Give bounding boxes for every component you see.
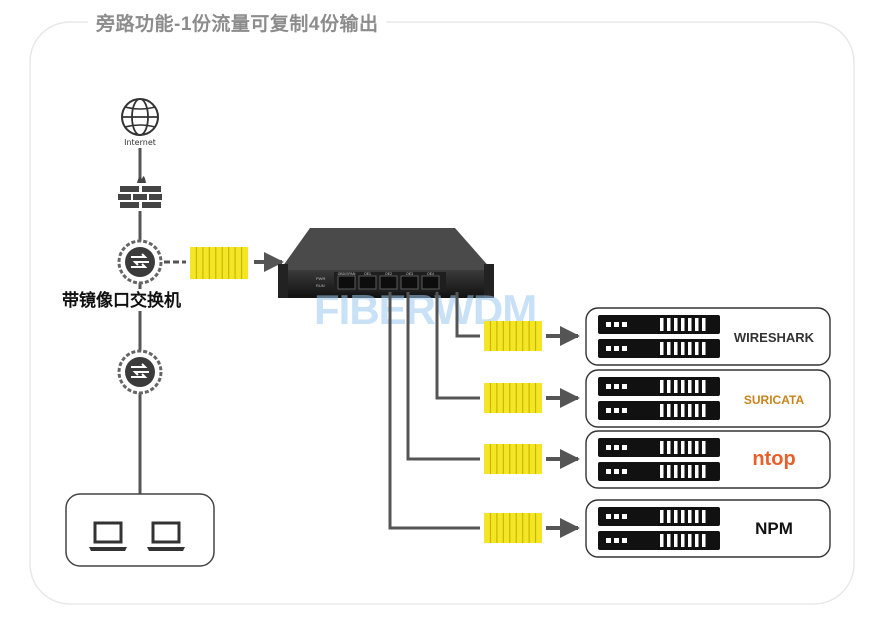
- monitor-tool-box: WIRESHARK: [585, 307, 831, 366]
- port-label: OE2: [385, 272, 392, 276]
- tool-label: NPM: [755, 519, 793, 538]
- internet-label: Internet: [124, 138, 156, 147]
- device-port: [358, 275, 377, 290]
- server-unit-icon: [598, 438, 720, 457]
- tool-label: SURICATA: [744, 393, 805, 407]
- server-unit-icon: [598, 315, 720, 334]
- monitor-tool-box: NPM: [585, 499, 831, 558]
- status-label-run: RUN: [316, 283, 325, 288]
- monitor-tool-box: SURICATA: [585, 369, 831, 428]
- server-unit-icon: [598, 377, 720, 396]
- mirror-switch-icon: [117, 239, 163, 285]
- port-label: OE1: [364, 272, 371, 276]
- port-label: OE3: [406, 272, 413, 276]
- laptop-icon: [89, 521, 127, 551]
- port-label: OE4: [427, 272, 434, 276]
- device-port: [400, 275, 419, 290]
- globe-icon: [121, 98, 159, 136]
- output-lines: [388, 292, 480, 530]
- output-packets: [484, 383, 542, 413]
- outer-frame: [29, 21, 855, 605]
- device-port: [421, 275, 440, 290]
- device-port: [379, 275, 398, 290]
- tool-label: WIRESHARK: [734, 330, 815, 345]
- server-unit-icon: [598, 507, 720, 526]
- laptop-icon: [147, 521, 185, 551]
- server-unit-icon: [598, 401, 720, 420]
- server-unit-icon: [598, 531, 720, 550]
- access-switch-icon: [117, 349, 163, 395]
- firewall-icon: [118, 176, 162, 211]
- switch-label: 带镜像口交换机: [62, 290, 181, 311]
- output-packets: [484, 444, 542, 474]
- tool-label: ntop: [752, 448, 795, 470]
- status-label-pwr: PWR: [316, 276, 325, 281]
- port-label: OBD/SPAN: [338, 272, 356, 276]
- device-port: [337, 275, 356, 290]
- output-packets: [484, 321, 542, 351]
- monitor-tool-box: ntop: [585, 430, 831, 489]
- server-unit-icon: [598, 339, 720, 358]
- endpoint-box: [65, 493, 215, 567]
- mirror-traffic-packets: [190, 247, 248, 279]
- output-packets: [484, 513, 542, 543]
- server-unit-icon: [598, 462, 720, 481]
- diagram-title: 旁路功能-1份流量可复制4份输出: [88, 9, 387, 36]
